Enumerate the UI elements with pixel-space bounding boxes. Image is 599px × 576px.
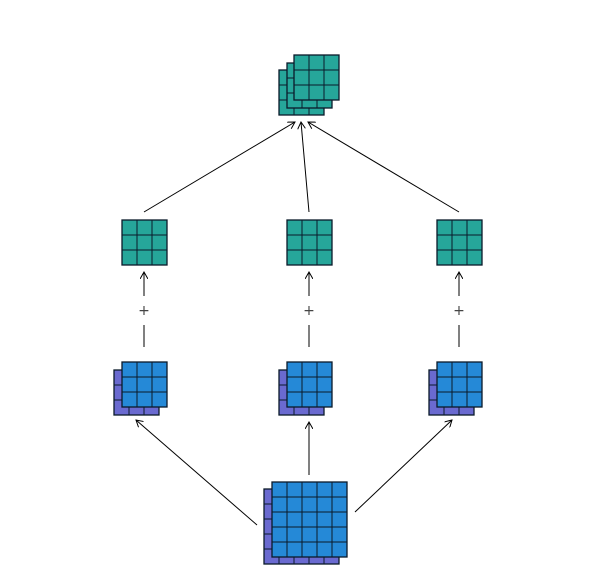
arrow-input-to-right [354,420,452,513]
arrow-right-output-to-top [308,122,460,213]
output-grid-left [121,219,168,266]
plus-labels: + + + [138,303,465,319]
grids [113,54,483,565]
plus-operator-left: + [138,303,150,319]
arrow-center-output-to-top [301,122,310,213]
arrow-left-output-to-top [143,122,295,213]
output-grid-right [436,219,483,266]
final-output-layer-1 [293,54,340,101]
connectors [136,122,460,526]
arrow-input-to-left [136,420,258,526]
feature-stack-center-front [286,361,333,408]
output-grid-center [286,219,333,266]
plus-operator-center: + [303,303,315,319]
plus-operator-right: + [453,303,465,319]
input-tensor-front-layer [271,481,348,558]
feature-stack-left-front [121,361,168,408]
feature-stack-right-front [436,361,483,408]
